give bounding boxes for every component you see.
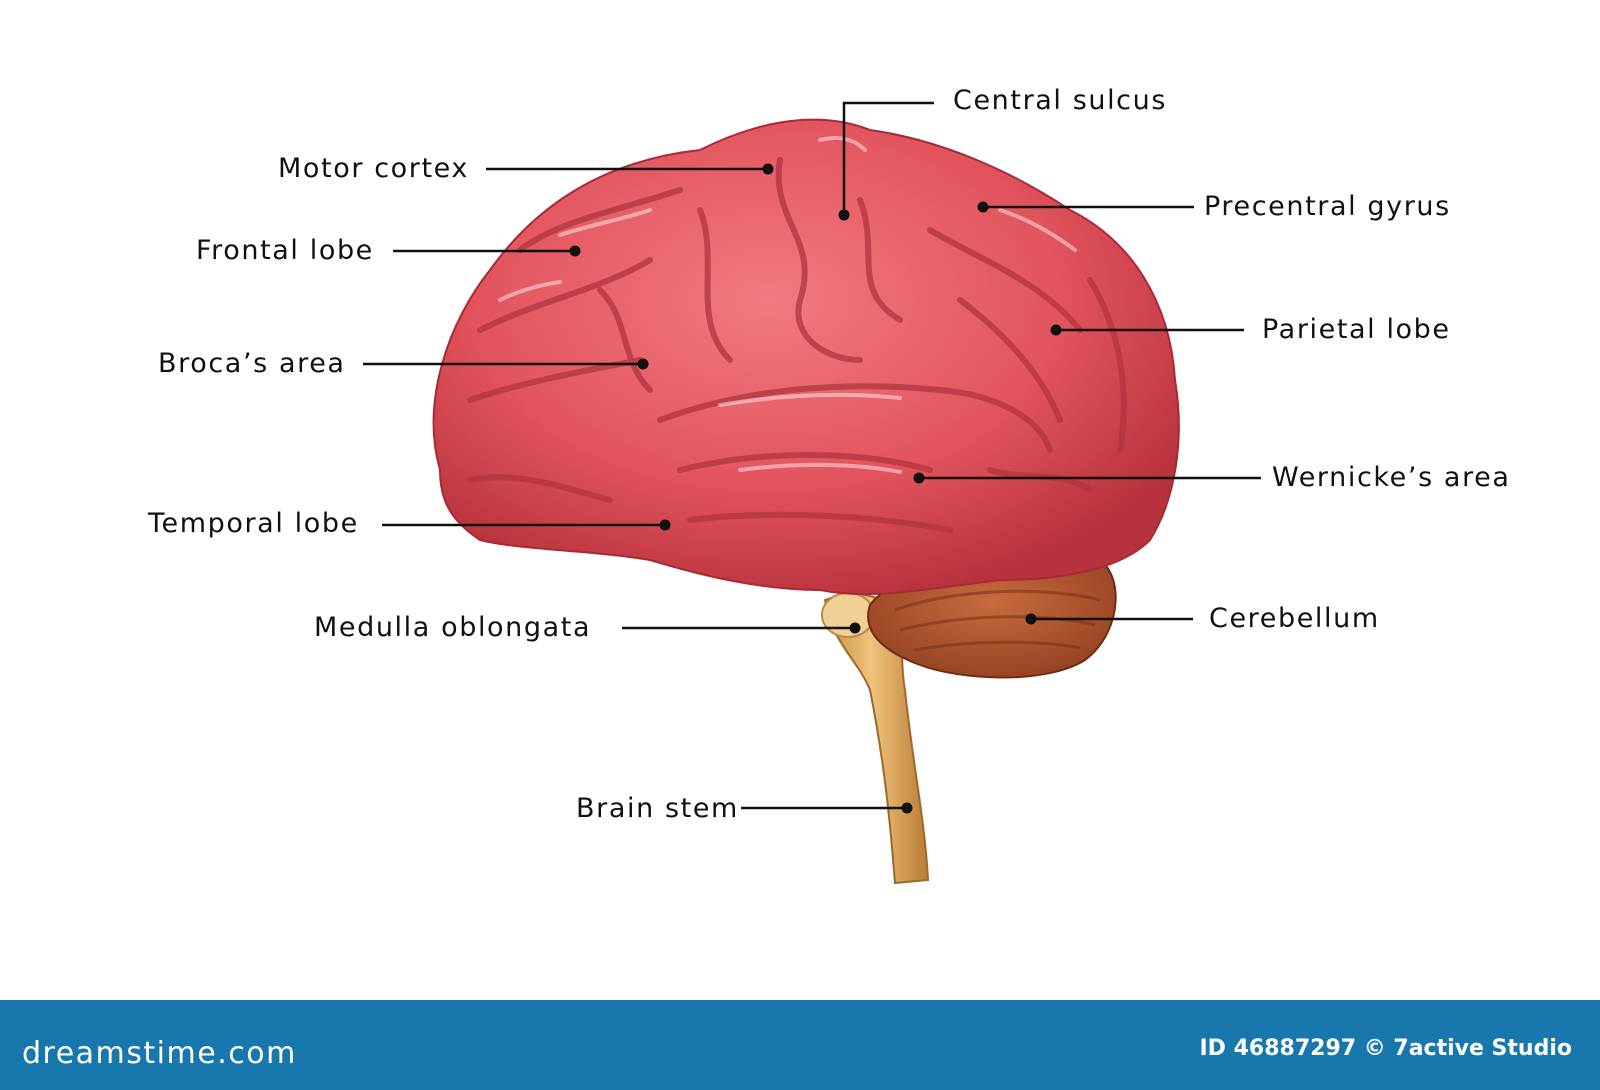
label-frontal-lobe: Frontal lobe (196, 235, 374, 266)
label-brocas-area: Broca’s area (158, 348, 346, 379)
label-cerebellum: Cerebellum (1209, 603, 1380, 634)
leader-lines (363, 101, 1261, 810)
footer-credit: ID 46887297 © 7active Studio (1199, 1036, 1573, 1061)
label-temporal-lobe: Temporal lobe (148, 508, 359, 539)
label-brain-stem: Brain stem (576, 793, 739, 824)
label-wernickes-area: Wernicke’s area (1272, 462, 1511, 493)
brain-illustration (363, 101, 1261, 885)
label-central-sulcus: Central sulcus (953, 85, 1167, 116)
label-medulla-oblongata: Medulla oblongata (314, 612, 592, 643)
brain-diagram: Central sulcus Motor cortex Precentral g… (148, 85, 1511, 885)
label-motor-cortex: Motor cortex (278, 153, 469, 184)
footer-logo: dreamstime.com (22, 1036, 297, 1071)
watermark-footer: dreamstime.com ID 46887297 © 7active Stu… (0, 1000, 1600, 1090)
leader-dots (569, 163, 1062, 814)
cerebrum-shape (432, 118, 1180, 596)
label-parietal-lobe: Parietal lobe (1262, 314, 1451, 345)
label-precentral-gyrus: Precentral gyrus (1204, 191, 1451, 222)
